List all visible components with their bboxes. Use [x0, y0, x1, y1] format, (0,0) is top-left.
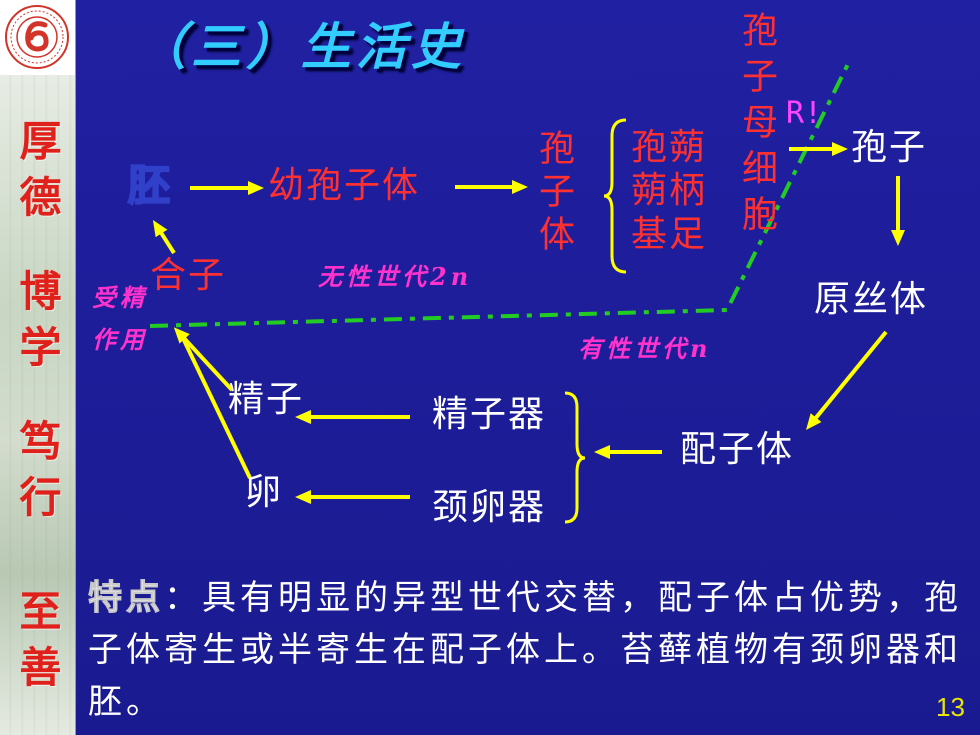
node-egg: 卵: [245, 472, 284, 513]
node-sperm: 精子: [228, 379, 305, 420]
left-brace-icon: [603, 118, 627, 274]
university-logo-icon: [0, 0, 75, 75]
node-zygote: 合子: [150, 255, 227, 296]
summary-label: 特点: [88, 578, 164, 619]
motto-pair-4: 至善: [13, 589, 62, 701]
page-number: 13: [936, 692, 965, 722]
asexual-generation-label: 无性世代2n: [318, 262, 473, 291]
sporophyte-part-seta: 蒴柄: [631, 170, 708, 211]
summary-paragraph: 特点：具有明显的异型世代交替，配子体占优势，孢子体寄生或半寄生在配子体上。苔藓植…: [88, 572, 968, 728]
node-gametophyte: 配子体: [680, 429, 795, 470]
sporophyte-part-foot: 基足: [631, 214, 708, 255]
node-antheridium: 精子器: [432, 394, 547, 435]
arrow-protonema-to-gametophyte-icon: [806, 330, 888, 430]
node-spore: 孢子: [851, 127, 928, 168]
summary-text: ：具有明显的异型世代交替，配子体占优势，孢子体寄生或半寄生在配子体上。苔藓植物有…: [88, 578, 962, 722]
arrow-zygote-to-embryo-icon: [152, 219, 176, 255]
motto-pair-3: 笃行: [13, 419, 62, 531]
sporophyte-part-capsule: 孢蒴: [631, 127, 708, 168]
sidebar: 厚德 博学 笃行 至善: [0, 0, 76, 735]
right-brace-icon: [564, 391, 586, 524]
arrow-sperm-to-zygote-icon: [173, 327, 234, 392]
motto-pair-1: 厚德: [13, 119, 62, 231]
page-title: （三）生活史: [136, 17, 466, 76]
fertilization-label-line-2: 作用: [92, 325, 148, 354]
node-embryo: 胚: [127, 161, 171, 210]
node-spore-mother-cell: 孢子母细胞: [736, 11, 777, 241]
node-sporophyte: 孢子体: [533, 129, 574, 258]
line-egg-to-zygote: [180, 335, 252, 479]
node-archegonium: 颈卵器: [432, 487, 547, 528]
motto-pair-2: 博学: [13, 269, 62, 381]
fertilization-label-line-1: 受精: [92, 283, 148, 312]
node-protonema: 原丝体: [814, 279, 929, 320]
sexual-generation-label: 有性世代n: [578, 334, 712, 363]
meiosis-mark: R!: [786, 96, 823, 131]
node-young-sporophyte: 幼孢子体: [268, 165, 421, 206]
